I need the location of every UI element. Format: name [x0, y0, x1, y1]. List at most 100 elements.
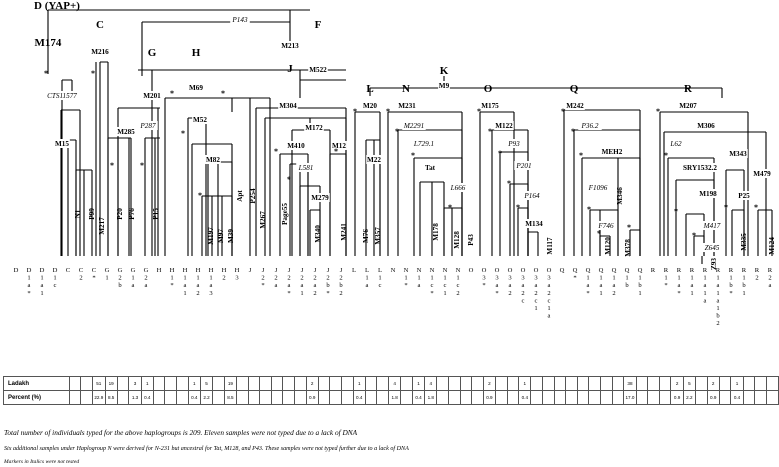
leaf-char: * [586, 290, 589, 297]
node-c: C [96, 19, 104, 31]
leaf-17: H3 [235, 267, 240, 282]
leaf-char: c [54, 282, 57, 289]
node-m285: M285 [117, 128, 135, 136]
leaf-char: c [431, 282, 434, 289]
untyped-star: * [516, 203, 520, 212]
table-cell [576, 390, 590, 405]
label-bg [752, 169, 772, 178]
leaf-char: 2 [456, 290, 459, 297]
label-bg [54, 139, 70, 148]
leaf-char: Q [586, 267, 591, 274]
table-cell [647, 376, 660, 391]
leaf-27: L1a [365, 267, 369, 289]
leaf-char: c [457, 282, 460, 289]
leaf-char: 1 [599, 290, 602, 297]
leaf-char: H [196, 267, 201, 274]
label-bg [494, 121, 514, 130]
untyped-star: * [664, 151, 668, 160]
leaf-57: R2 [755, 267, 760, 282]
node-m128: M128 [453, 231, 461, 249]
leaf-char: a [366, 282, 369, 289]
table-cell [553, 390, 567, 405]
label-bg [586, 183, 610, 192]
leaf-char: a [704, 282, 707, 289]
leaf-7: G1 [105, 267, 110, 282]
label-bg [578, 121, 602, 130]
leaf-char: N [443, 267, 448, 274]
untyped-star: * [597, 229, 601, 238]
label-bg [402, 121, 426, 130]
table-cell: 19 [223, 376, 238, 391]
leaf-char: R [768, 267, 773, 274]
leaf-char: 2 [612, 290, 615, 297]
table-cell [765, 376, 779, 391]
label-bg [410, 139, 438, 148]
untyped-star: * [754, 203, 758, 212]
node-tat: Tat [425, 164, 436, 172]
table-cell: 19 [104, 376, 118, 391]
leaf-char: D [53, 267, 58, 274]
table-cell [376, 390, 390, 405]
untyped-star: * [587, 205, 591, 214]
leaf-char: * [27, 290, 30, 297]
node-f1096: F1096 [588, 184, 608, 192]
table-cell: 0.4 [411, 390, 426, 405]
label-bg [696, 121, 716, 130]
label-bg [736, 191, 752, 200]
leaf-char: 1 [638, 275, 641, 282]
label-bg [480, 101, 500, 110]
node-m124: M124 [768, 237, 776, 255]
label-bg [304, 123, 324, 132]
leaf-char: a [197, 282, 200, 289]
table-cell: 1 [411, 376, 426, 391]
table-cell: 2.2 [682, 390, 696, 405]
table-cell: 0.9 [706, 390, 720, 405]
leaf-char: N [391, 267, 396, 274]
leaf-char: 2 [768, 275, 771, 282]
leaf-char: O [534, 267, 539, 274]
leaf-char: G [144, 267, 149, 274]
node-m304: M304 [279, 102, 297, 110]
label-bg [142, 91, 162, 100]
leaf-18: J [249, 267, 252, 274]
untyped-star: * [274, 147, 278, 156]
node-m22: M22 [367, 156, 381, 164]
table-cell [212, 390, 225, 405]
table-cell [329, 376, 342, 391]
leaf-char: a [535, 282, 538, 289]
untyped-star: * [561, 107, 565, 116]
table-cell [282, 390, 295, 405]
leaf-char: R [729, 267, 734, 274]
untyped-star: * [181, 129, 185, 138]
leaf-char: * [92, 275, 95, 282]
leaf-char: a [548, 313, 551, 320]
untyped-star: * [656, 107, 660, 116]
leaf-char: R [742, 267, 747, 274]
leaf-char: 1 [638, 290, 641, 297]
label-bg [702, 243, 722, 252]
node-m231: M231 [398, 102, 416, 110]
node-m216: M216 [91, 48, 109, 56]
label-bg [188, 83, 204, 92]
leaf-char: b [716, 313, 720, 320]
table-cell [152, 376, 166, 391]
leaf-char: 1 [690, 275, 693, 282]
table-cell: 1.3 [128, 390, 142, 405]
node-m340: M340 [314, 225, 322, 243]
node-m172: M172 [305, 124, 323, 132]
node-l729-1: L729.1 [413, 140, 434, 148]
leaf-char: c [379, 282, 382, 289]
table-cell [80, 376, 94, 391]
node-p76: P76 [128, 208, 136, 220]
table-cell [364, 390, 378, 405]
table-cell: 1 [187, 376, 201, 391]
leaf-char: a [704, 297, 707, 304]
untyped-star: * [724, 203, 728, 212]
leaf-char: J [275, 267, 278, 274]
leaf-21: J2a* [287, 267, 290, 297]
